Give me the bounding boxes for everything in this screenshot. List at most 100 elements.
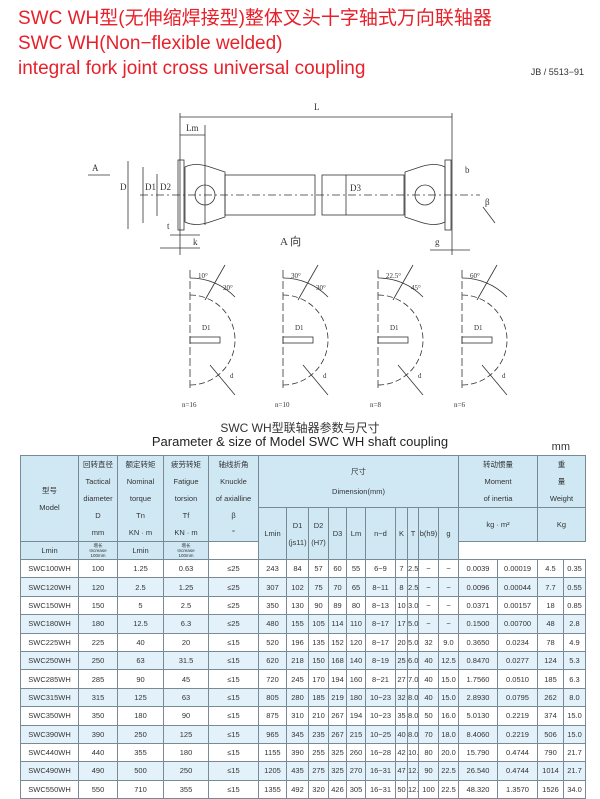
table-cell: 720 <box>258 669 287 689</box>
header-dim-label: b(h9) <box>419 529 438 538</box>
label-D3: D3 <box>350 183 361 193</box>
table-cell: 34.0 <box>563 779 587 799</box>
table-cell: 80 <box>346 595 366 616</box>
table-cell: 5.3 <box>563 650 587 671</box>
table-cell: 0.8470 <box>458 650 499 671</box>
table-cell: 6.3 <box>563 669 587 689</box>
table-cell: 130 <box>286 595 309 616</box>
header-lmin: Lmin <box>20 541 79 560</box>
table-cell: 0.1500 <box>458 614 499 634</box>
table-cell: 168 <box>328 650 347 671</box>
table-cell: 125 <box>117 687 164 708</box>
table-cell: 0.00044 <box>497 577 539 597</box>
table-cell: 8.0 <box>563 687 587 708</box>
table-cell: ≤15 <box>208 687 259 708</box>
table-cell: 506 <box>537 724 565 744</box>
table-cell: 114 <box>328 614 347 634</box>
table-cell: 0.0510 <box>497 669 539 689</box>
table-cell: 550 <box>78 779 118 799</box>
table-cell: 152 <box>328 632 347 652</box>
header-diameter-line: diameter <box>83 494 113 503</box>
table-cell: 57 <box>308 558 329 579</box>
table-cell: 155 <box>286 614 309 634</box>
header-diameter-line: Tactical <box>85 477 111 486</box>
table-cell: 40 <box>395 724 408 744</box>
table-cell: 84 <box>286 558 309 579</box>
flange-angle: 60° <box>470 272 480 280</box>
table-cell: 0.63 <box>163 558 209 579</box>
table-cell: 390 <box>286 742 309 763</box>
table-cell: 350 <box>258 595 287 616</box>
table-cell: 90 <box>418 761 439 781</box>
table-caption-cn: SWC WH型联轴器参数与尺寸 <box>220 421 380 435</box>
table-cell: − <box>437 577 460 597</box>
table-cell: 4.5 <box>537 558 565 579</box>
table-cell: 17 <box>395 614 408 634</box>
table-cell: 0.2219 <box>497 724 539 744</box>
table-cell: 0.0371 <box>458 595 499 616</box>
table-cell: 50 <box>395 779 408 799</box>
table-cell: 185 <box>308 687 329 708</box>
header-increase-line: Increase <box>89 548 107 553</box>
table-cell: 185 <box>537 669 565 689</box>
table-cell: − <box>437 558 460 579</box>
table-cell: 8−13 <box>365 595 396 616</box>
label-D2: D2 <box>160 182 171 192</box>
table-cell: 235 <box>308 724 329 744</box>
table-cell: 12.0 <box>407 779 419 799</box>
table-cell: 180 <box>163 742 209 763</box>
header-lmin: Lmin <box>117 541 164 560</box>
header-inertia-line: Moment <box>484 477 512 486</box>
table-caption-en: Parameter & size of Model SWC WH shaft c… <box>151 434 449 449</box>
table-cell: 48 <box>537 614 565 634</box>
table-cell: 267 <box>328 706 347 726</box>
header-dim-cn: 尺寸 <box>351 466 366 476</box>
flange-hole-count: n=8 <box>370 401 381 409</box>
table-cell: 25 <box>395 650 408 671</box>
header-fatigue-torsion-line: torsion <box>174 494 198 503</box>
header-dim-col: b(h9) <box>418 507 439 560</box>
table-cell: 90 <box>117 669 164 689</box>
table-cell: 89 <box>328 595 347 616</box>
table-cell: 63 <box>117 650 164 671</box>
table-cell: 255 <box>308 742 329 763</box>
table-cell: 0.00019 <box>497 558 539 579</box>
header-increase-line: Increase <box>177 548 195 553</box>
table-cell: 16−28 <box>365 742 396 763</box>
table-cell: 2.5 <box>117 577 164 597</box>
table-cell: 0.4744 <box>497 761 539 781</box>
table-cell: 50 <box>418 706 439 726</box>
header-dim-col: K <box>395 507 408 560</box>
table-cell: 110 <box>346 614 366 634</box>
table-cell: 102 <box>286 577 309 597</box>
header-model-line: Model <box>39 502 60 512</box>
header-diameter-line: mm <box>91 528 105 537</box>
table-cell: 40 <box>418 669 439 689</box>
table-cell: 105 <box>308 614 329 634</box>
table-cell: 305 <box>346 779 366 799</box>
flange-angle: 30° <box>291 272 301 280</box>
table-cell: 3.0 <box>407 595 419 616</box>
table-cell: 275 <box>308 761 329 781</box>
table-cell: 55 <box>346 558 366 579</box>
table-cell: 8−19 <box>365 650 396 671</box>
flange-hole-d: d <box>418 372 422 380</box>
table-cell: 22.5 <box>437 779 460 799</box>
header-dim-label: K <box>398 529 404 538</box>
table-cell: 8−11 <box>365 577 396 597</box>
table-cell: 0.00157 <box>497 595 539 616</box>
table-cell: 26.540 <box>458 761 499 781</box>
table-cell: 8.0 <box>407 724 419 744</box>
table-cell: 75 <box>308 577 329 597</box>
table-cell: 8.0 <box>407 687 419 708</box>
title-cn: SWC WH型(无伸缩焊接型)整体叉头十字轴式万向联轴器 <box>18 8 492 29</box>
table-cell: 70 <box>418 724 439 744</box>
table-cell: 1155 <box>258 742 287 763</box>
table-cell: 805 <box>258 687 287 708</box>
table-cell: 10.0 <box>407 742 419 763</box>
